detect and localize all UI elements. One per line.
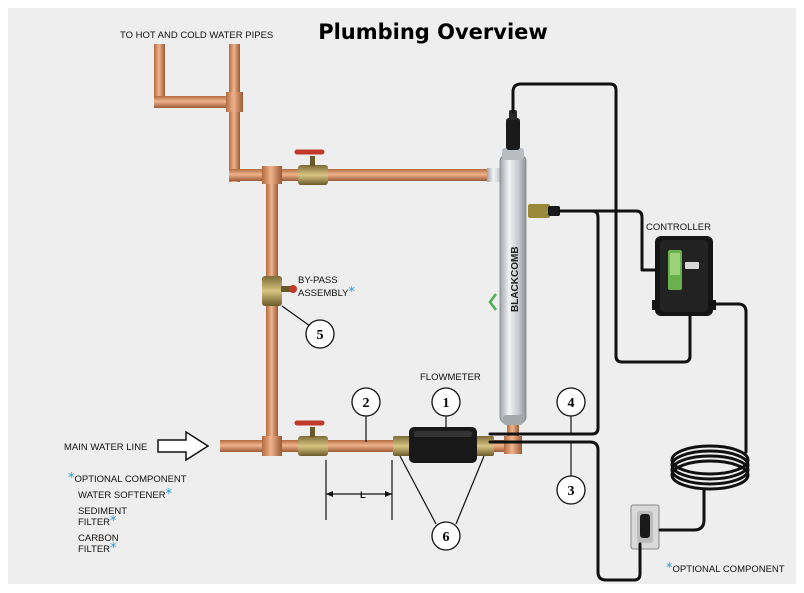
cable-to-outlet — [658, 487, 706, 532]
controller-badge — [685, 262, 699, 269]
label-optional-component-right: *OPTIONAL COMPONENT — [666, 561, 785, 576]
dimension-arrow-right — [385, 491, 392, 497]
callout-circle-6 — [431, 521, 461, 551]
uv-reactor: BLACKCOMB — [487, 110, 560, 425]
cable-coil-3 — [670, 454, 750, 486]
leader-lines — [281, 305, 572, 525]
callout-circle-4 — [556, 387, 586, 417]
bypass-valve — [262, 276, 297, 306]
reactor-bottom-cap — [503, 415, 523, 425]
callout-circle-1 — [431, 387, 461, 417]
cable-lamp — [511, 82, 692, 364]
ball-valve-upper — [294, 149, 328, 185]
lamp-connector — [506, 118, 520, 150]
cable-coil-4 — [670, 459, 750, 491]
asterisk-icon: * — [110, 541, 117, 556]
callout-number-5: 5 — [317, 328, 324, 343]
label-sediment-line1: SEDIMENT — [78, 506, 127, 517]
ball-valve-lower — [294, 420, 328, 456]
cable-coil-2 — [670, 449, 750, 481]
flowmeter-fitting-left — [393, 436, 413, 456]
label-hot-cold-pipes: TO HOT AND COLD WATER PIPES — [120, 30, 273, 41]
label-main-water-line: MAIN WATER LINE — [64, 442, 147, 453]
asterisk-icon: * — [110, 514, 117, 529]
hollow-right-arrow-icon — [157, 430, 210, 462]
callout-circle-3 — [556, 475, 586, 505]
asterisk-icon: * — [166, 487, 173, 502]
callout-circle-5 — [305, 319, 335, 349]
asterisk-icon: * — [68, 471, 75, 486]
cables — [488, 82, 750, 582]
pipe-tee-top — [262, 166, 282, 184]
label-optional-component: *OPTIONAL COMPONENT — [68, 471, 187, 486]
label-carbon-line2: FILTER* — [78, 541, 117, 556]
label-carbon-line1: CARBON — [78, 533, 119, 544]
brand-text: BLACKCOMB — [510, 246, 521, 312]
dimension-arrow-left — [326, 491, 333, 497]
cable-flowmeter — [488, 440, 642, 582]
brand-logo: BLACKCOMB — [488, 246, 521, 312]
callout-number-4: 4 — [568, 396, 575, 411]
leader-6b — [455, 455, 485, 525]
label-flowmeter: FLOWMETER — [420, 372, 481, 383]
pipe-bypass-vertical — [266, 172, 278, 448]
flowmeter — [393, 427, 494, 463]
label-length: L — [360, 490, 366, 501]
label-controller: CONTROLLER — [646, 222, 711, 233]
asterisk-icon: * — [666, 561, 673, 576]
asterisk-icon: * — [349, 285, 356, 300]
leader-6a — [399, 455, 437, 525]
pipe-tee-bottom — [262, 436, 282, 456]
callout-number-6: 6 — [443, 530, 450, 545]
pipe-elbow-fitting — [226, 92, 243, 112]
callout-number-3: 3 — [568, 484, 575, 499]
label-bypass-line2: ASSEMBLY* — [298, 285, 356, 300]
cable-coil-1 — [670, 444, 750, 476]
cable-power — [708, 302, 748, 454]
pipe-top-cross — [154, 96, 240, 108]
callout-number-2: 2 — [363, 396, 370, 411]
callout-circle-2 — [351, 387, 381, 417]
controller-unit — [652, 236, 716, 316]
leader-5 — [281, 305, 311, 327]
label-sediment-line2: FILTER* — [78, 514, 117, 529]
label-bypass-line1: BY-PASS — [298, 275, 338, 286]
pipe-riser-left — [154, 44, 165, 106]
pipe-upper-horizontal — [229, 169, 501, 181]
power-outlet-icon — [630, 504, 660, 550]
sensor-connector — [528, 204, 550, 218]
label-water-softener: WATER SOFTENER* — [78, 487, 173, 502]
cable-sensor-controller — [558, 209, 657, 272]
page-title: Plumbing Overview — [318, 20, 548, 44]
pipe-reactor-elbow — [504, 436, 522, 454]
reactor-top-cap — [502, 148, 524, 160]
callout-number-1: 1 — [443, 396, 450, 411]
callout-circles — [305, 319, 586, 551]
